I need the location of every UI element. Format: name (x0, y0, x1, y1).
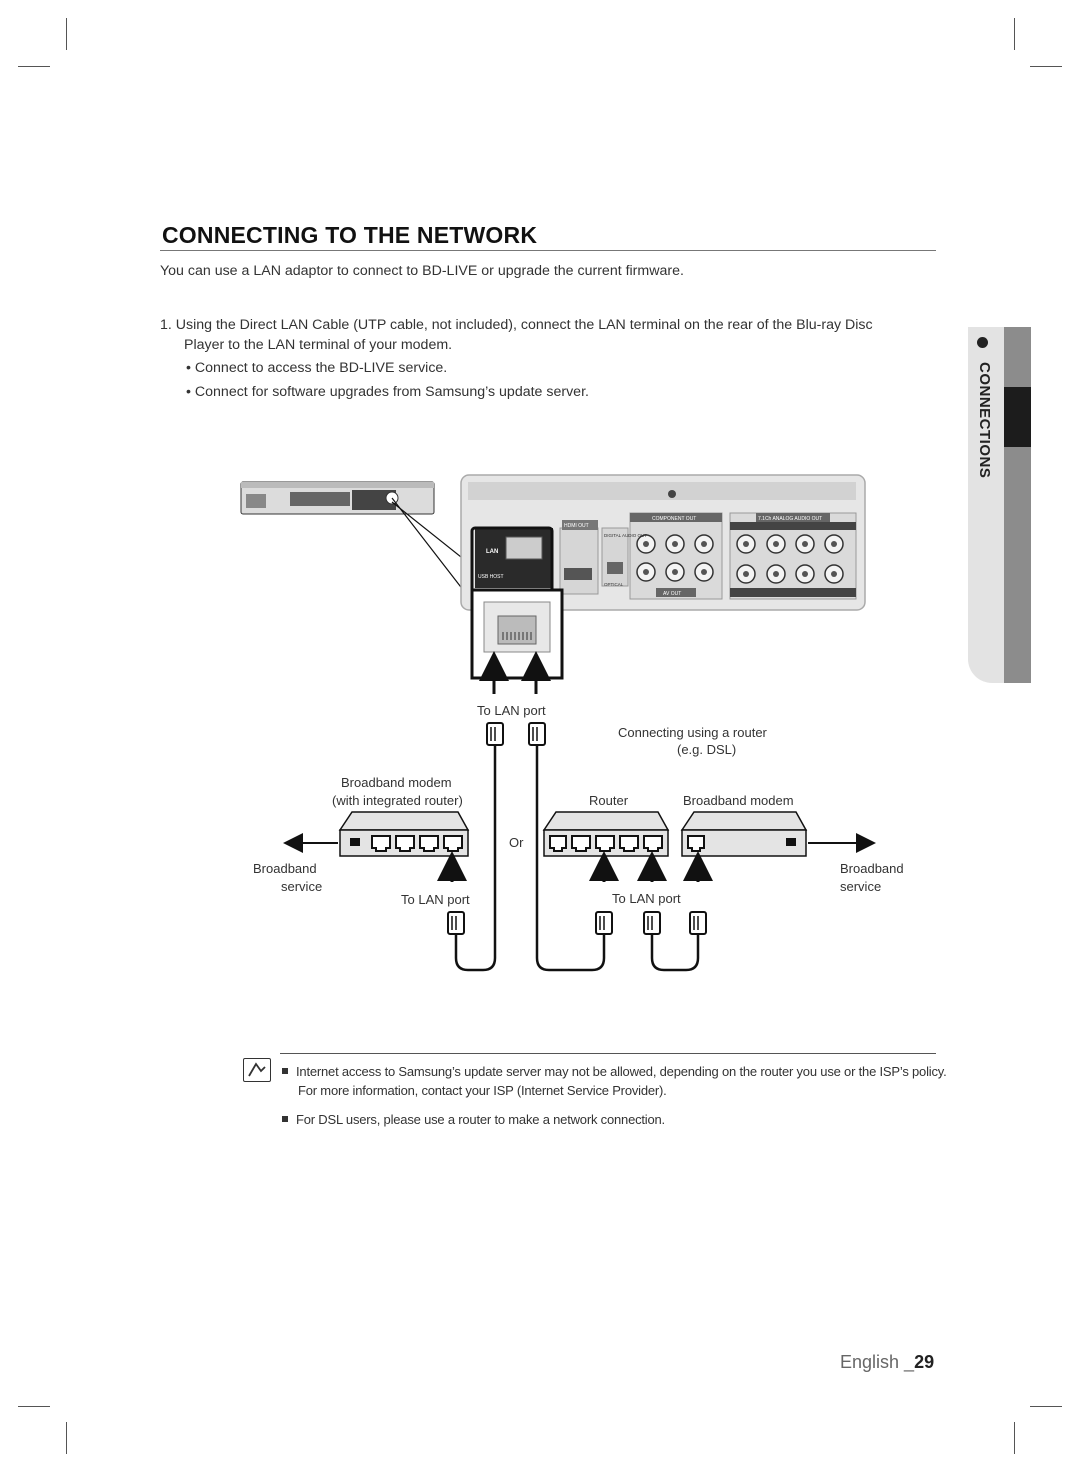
crop-mark (18, 1406, 50, 1407)
modem-label: Broadband modem (341, 775, 452, 790)
bullet-bd-live: • Connect to access the BD-LIVE service. (186, 360, 448, 376)
to-lan-port-left: To LAN port (401, 892, 470, 907)
broadband-right: Broadband (840, 861, 904, 876)
crop-mark (1014, 18, 1015, 50)
svg-text:7.1Ch ANALOG AUDIO OUT: 7.1Ch ANALOG AUDIO OUT (758, 516, 822, 522)
network-diagram: LAN USB HOST HDMI OUT DIGITAL AUDIO OUT … (240, 474, 876, 972)
step-1-line-2: Player to the LAN terminal of your modem… (184, 337, 453, 353)
to-lan-port-right: To LAN port (612, 891, 681, 906)
note-icon (243, 1058, 271, 1082)
square-bullet-icon (282, 1116, 288, 1122)
side-tab-bar (1004, 327, 1031, 683)
crop-mark (66, 1422, 67, 1454)
rear-panel: LAN USB HOST HDMI OUT DIGITAL AUDIO OUT … (460, 474, 866, 611)
crop-mark (18, 66, 50, 67)
note-1-line-2: For more information, contact your ISP (… (298, 1083, 667, 1098)
side-tab-background (968, 327, 1004, 683)
crop-mark (1030, 66, 1062, 67)
crop-mark (1030, 1406, 1062, 1407)
svg-text:COMPONENT OUT: COMPONENT OUT (652, 516, 696, 522)
router-heading-example: (e.g. DSL) (677, 742, 737, 757)
svg-text:USB HOST: USB HOST (478, 574, 504, 580)
svg-text:AV OUT: AV OUT (663, 591, 681, 597)
note-1-line-1: Internet access to Samsung’s update serv… (282, 1064, 947, 1079)
crop-mark (1014, 1422, 1015, 1454)
player-illustration (240, 481, 435, 515)
router-illustration (542, 811, 670, 857)
broadband-left: Broadband (253, 861, 317, 876)
square-bullet-icon (282, 1068, 288, 1074)
side-tab-marker (1004, 387, 1031, 447)
title-rule (160, 250, 936, 251)
to-lan-port-label: To LAN port (477, 703, 546, 718)
broadband-right-service: service (840, 879, 882, 894)
svg-text:DIGITAL AUDIO OUT: DIGITAL AUDIO OUT (604, 533, 647, 538)
note-rule (280, 1053, 936, 1054)
modem-label-sub: (with integrated router) (332, 793, 463, 808)
svg-text:HDMI OUT: HDMI OUT (564, 523, 589, 529)
router-label: Router (589, 793, 629, 808)
page-title: CONNECTING TO THE NETWORK (162, 222, 538, 248)
note-2: For DSL users, please use a router to ma… (282, 1112, 665, 1127)
page-footer: English _29 (840, 1352, 935, 1372)
page-number: 29 (914, 1352, 935, 1372)
modem-router-illustration (338, 811, 470, 857)
step-1-line-1: 1. Using the Direct LAN Cable (UTP cable… (160, 317, 873, 333)
svg-text:LAN: LAN (486, 549, 498, 555)
crop-mark (66, 18, 67, 50)
broadband-left-service: service (281, 879, 323, 894)
modem-label-right: Broadband modem (683, 793, 794, 808)
bullet-software-upgrade: • Connect for software upgrades from Sam… (186, 384, 589, 400)
svg-text:OPTICAL: OPTICAL (604, 582, 624, 587)
or-label: Or (509, 835, 524, 850)
intro-text: You can use a LAN adaptor to connect to … (160, 263, 684, 279)
side-tab-dot (977, 337, 988, 348)
router-heading: Connecting using a router (618, 725, 767, 740)
modem-illustration (680, 811, 808, 857)
